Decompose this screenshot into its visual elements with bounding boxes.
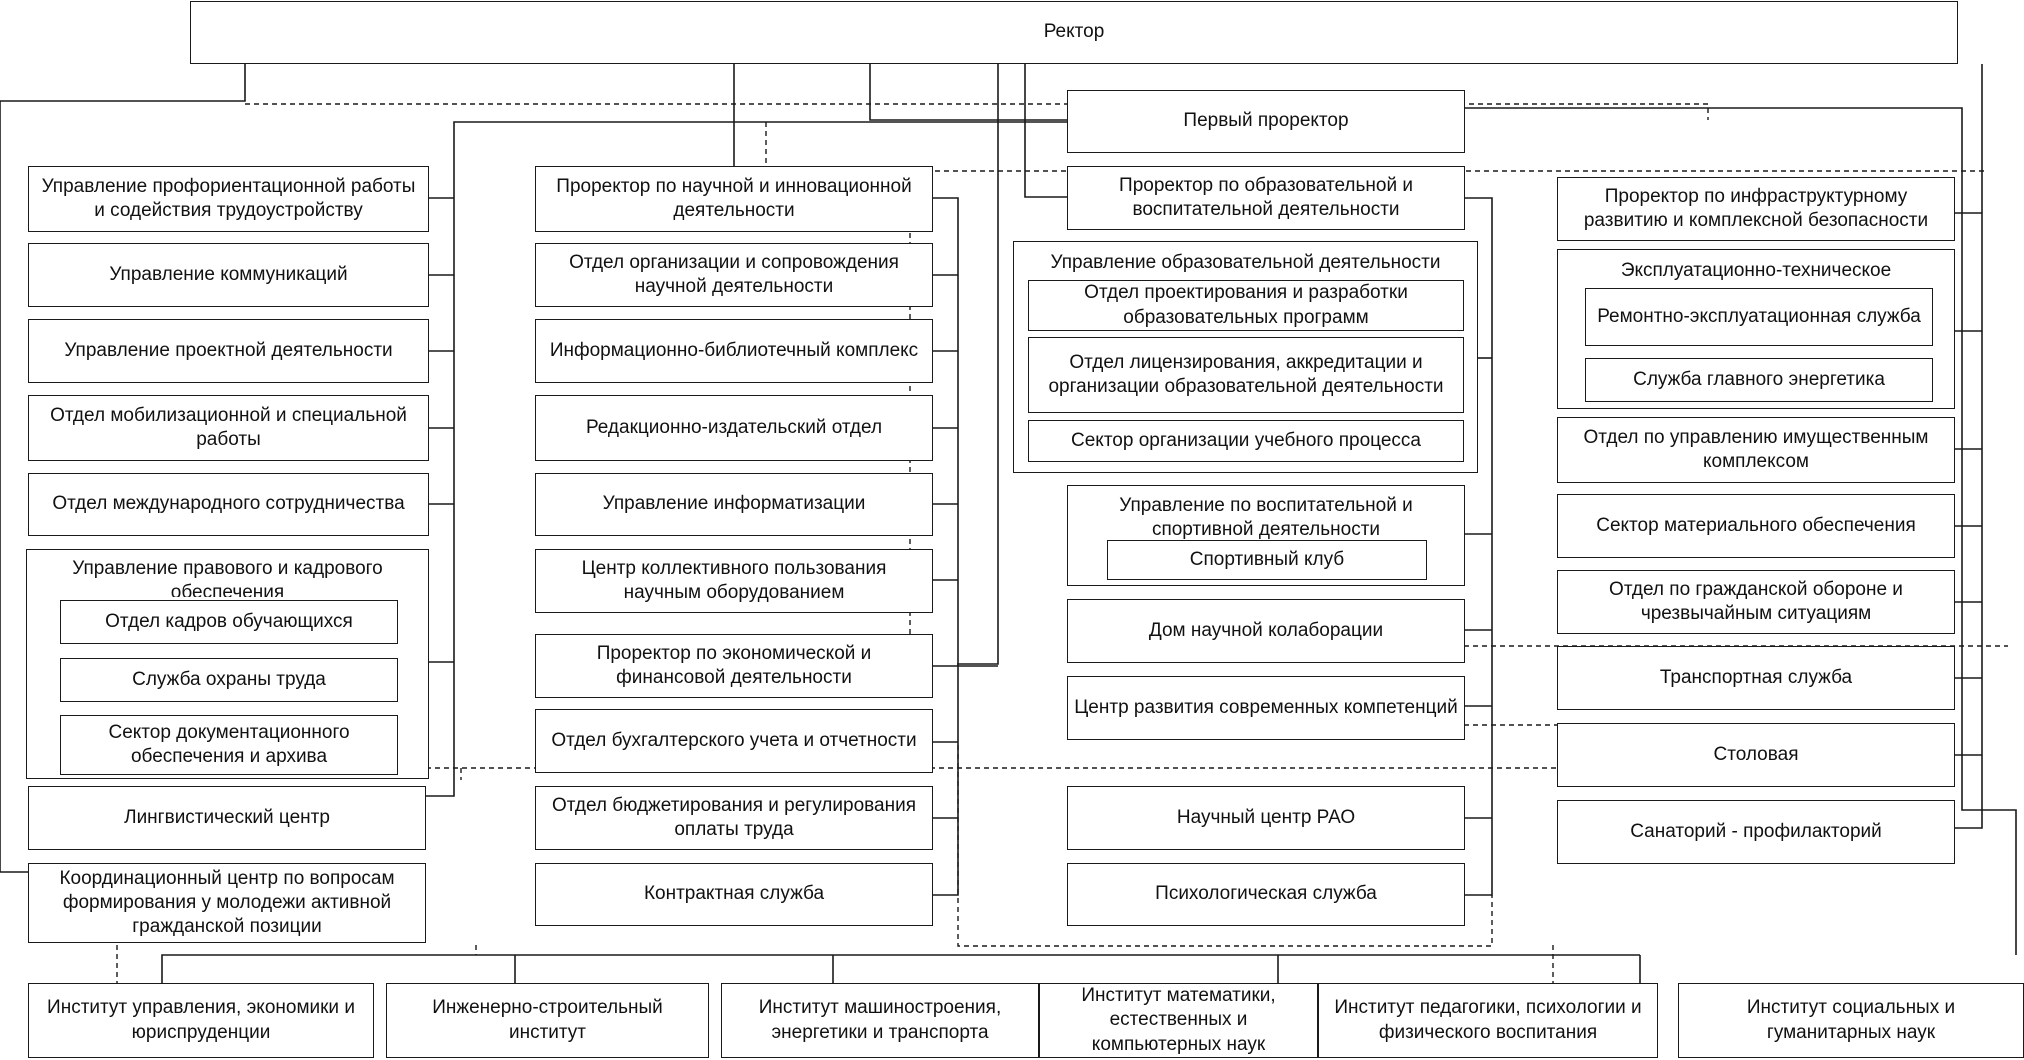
programs-department: Отдел проектирования и разработки образо…: [1028, 280, 1464, 331]
licensing-department: Отдел лицензирования, аккредитации и орг…: [1028, 337, 1464, 413]
institute-mathematics: Институт математики, естественных и комп…: [1039, 983, 1318, 1058]
canteen: Столовая: [1557, 723, 1955, 787]
edu-management-title: Управление образовательной деятельности: [1050, 252, 1441, 273]
institute-civil-engineering: Инженерно-строительный институт: [386, 983, 709, 1058]
solid-connector: [869, 64, 1068, 121]
research-support-department: Отдел организации и сопровождения научно…: [535, 243, 933, 307]
dashed-connector: [957, 745, 1493, 947]
solid-connector: [957, 64, 999, 665]
institute-social: Институт социальных и гуманитарных наук: [1678, 983, 2024, 1058]
first-prorector-box: Первый проректор: [1067, 90, 1465, 153]
operations-title: Эксплуатационно-техническое: [1620, 260, 1892, 281]
sanatorium: Санаторий - профилакторий: [1557, 800, 1955, 864]
documents-sector: Сектор документационного обеспечения и а…: [60, 715, 398, 775]
solid-connector: [161, 954, 1640, 984]
upbringing-group: Управление по воспитательной и спортивно…: [1067, 485, 1465, 586]
projects-department: Управление проектной деятельности: [28, 319, 429, 383]
solid-connector: [1464, 197, 1493, 896]
rao-center: Научный центр РАО: [1067, 786, 1465, 850]
legal-hr-group: Управление правового и кадрового обеспеч…: [26, 549, 429, 779]
collaboration-house: Дом научной колаборации: [1067, 599, 1465, 663]
supply-sector: Сектор материального обеспечения: [1557, 494, 1955, 558]
property-department: Отдел по управлению имущественным компле…: [1557, 417, 1955, 483]
it-department: Управление информатизации: [535, 473, 933, 536]
mobilization-department: Отдел мобилизационной и специальной рабо…: [28, 395, 429, 461]
contract-service: Контрактная служба: [535, 863, 933, 926]
career-department: Управление профориентационной работы и с…: [28, 166, 429, 232]
solid-connector: [426, 121, 1067, 797]
accounting-department: Отдел бухгалтерского учета и отчетности: [535, 709, 933, 773]
rector-box: Ректор: [190, 1, 1958, 64]
institute-mechanical: Институт машиностроения, энергетики и тр…: [721, 983, 1039, 1058]
institute-pedagogy: Институт педагогики, психологии и физиче…: [1318, 983, 1658, 1058]
upbringing-title: Управление по воспитательной и спортивно…: [1119, 495, 1413, 541]
library-complex: Информационно-библиотечный комплекс: [535, 319, 933, 383]
economics-prorector: Проректор по экономической и финансовой …: [535, 634, 933, 698]
labor-safety-service: Служба охраны труда: [60, 658, 398, 702]
equipment-center: Центр коллективного пользования научным …: [535, 549, 933, 613]
linguistic-center: Лингвистический центр: [28, 786, 426, 850]
repair-service: Ремонтно-эксплуатационная служба: [1585, 288, 1933, 346]
edu-management-group: Управление образовательной деятельности …: [1013, 241, 1478, 473]
education-prorector: Проректор по образовательной и воспитате…: [1067, 166, 1465, 230]
legal-hr-title: Управление правового и кадрового обеспеч…: [72, 558, 383, 597]
sport-club: Спортивный клуб: [1107, 540, 1427, 580]
international-department: Отдел международного сотрудничества: [28, 473, 429, 536]
publishing-department: Редакционно-издательский отдел: [535, 395, 933, 461]
competencies-center: Центр развития современных компетенций: [1067, 676, 1465, 740]
civil-defense-department: Отдел по гражданской обороне и чрезвычай…: [1557, 570, 1955, 634]
civic-center: Координационный центр по вопросам формир…: [28, 863, 426, 943]
budget-department: Отдел бюджетирования и регулирования опл…: [535, 786, 933, 850]
solid-connector: [1024, 64, 1067, 198]
schedule-sector: Сектор организации учебного процесса: [1028, 420, 1464, 462]
dashed-connector: [245, 103, 1709, 108]
solid-connector: [933, 197, 959, 896]
energy-service: Служба главного энергетика: [1585, 358, 1933, 402]
solid-connector: [0, 64, 246, 873]
students-hr-department: Отдел кадров обучающихся: [60, 600, 398, 644]
psychology-service: Психологическая служба: [1067, 863, 1465, 926]
transport-service: Транспортная служба: [1557, 646, 1955, 710]
solid-connector: [1464, 107, 2017, 955]
institute-management: Институт управления, экономики и юриспру…: [28, 983, 374, 1058]
solid-connector: [1955, 64, 1983, 829]
operations-group: Эксплуатационно-техническое Ремонтно-экс…: [1557, 249, 1955, 409]
science-prorector: Проректор по научной и инновационной дея…: [535, 166, 933, 232]
infra-prorector: Проректор по инфраструктурному развитию …: [1557, 177, 1955, 241]
communications-department: Управление коммуникаций: [28, 243, 429, 307]
